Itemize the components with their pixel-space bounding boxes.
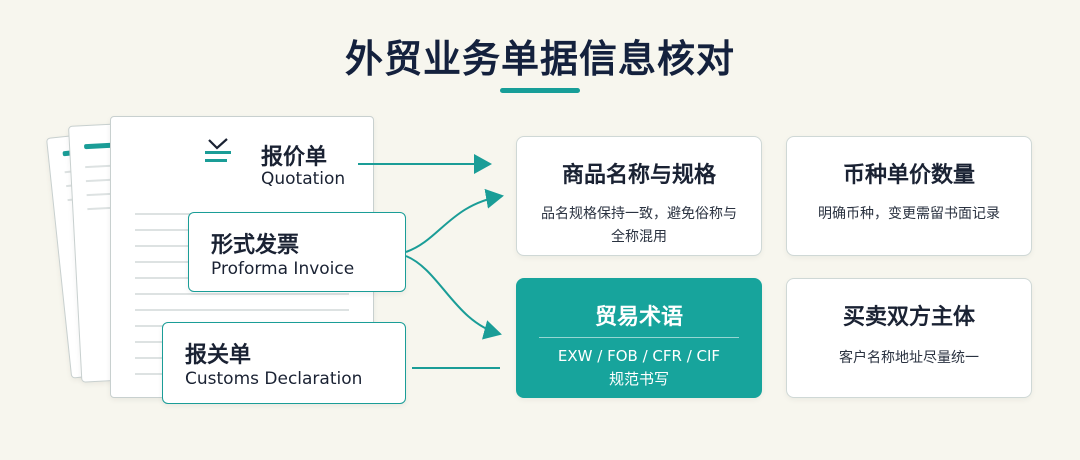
arrow-proforma-to-terms — [405, 255, 502, 340]
check-desc: 品名规格保持一致，避免俗称与全称混用 — [541, 206, 737, 245]
page-title: 外贸业务单据信息核对 — [344, 37, 735, 81]
title-underline — [500, 88, 580, 93]
divider — [539, 337, 739, 338]
checklist-icon — [205, 138, 231, 162]
check-title: 商品名称与规格 — [561, 163, 716, 188]
arrow-proforma-to-name — [405, 188, 504, 253]
check-title: 贸易术语 — [594, 305, 683, 330]
check-title: 买卖双方主体 — [842, 305, 975, 330]
check-card-parties[interactable]: 买卖双方主体 客户名称地址尽量统一 — [786, 278, 1032, 398]
check-title: 币种单价数量 — [842, 163, 975, 188]
trade-terms-note: 规范书写 — [608, 370, 669, 388]
customs-en: Customs Declaration — [185, 369, 363, 389]
check-desc: 明确币种，变更需留书面记录 — [818, 206, 1000, 222]
check-card-currency-price[interactable]: 币种单价数量 明确币种，变更需留书面记录 — [786, 136, 1032, 256]
trade-terms-list: EXW / FOB / CFR / CIF — [557, 347, 721, 365]
proforma-en: Proforma Invoice — [211, 259, 355, 279]
customs-declaration-card[interactable]: 报关单 Customs Declaration — [162, 322, 406, 404]
proforma-cn: 形式发票 — [211, 233, 300, 258]
check-card-product-spec[interactable]: 商品名称与规格 品名规格保持一致，避免俗称与全称混用 — [516, 136, 762, 256]
check-card-trade-terms[interactable]: 贸易术语 EXW / FOB / CFR / CIF 规范书写 — [516, 278, 762, 398]
proforma-invoice-card[interactable]: 形式发票 Proforma Invoice — [188, 212, 406, 292]
check-desc: EXW / FOB / CFR / CIF 规范书写 — [537, 345, 741, 391]
quotation-en: Quotation — [261, 169, 346, 189]
customs-cn: 报关单 — [185, 343, 252, 368]
check-desc: 客户名称地址尽量统一 — [839, 350, 979, 366]
quotation-cn: 报价单 — [261, 145, 328, 170]
